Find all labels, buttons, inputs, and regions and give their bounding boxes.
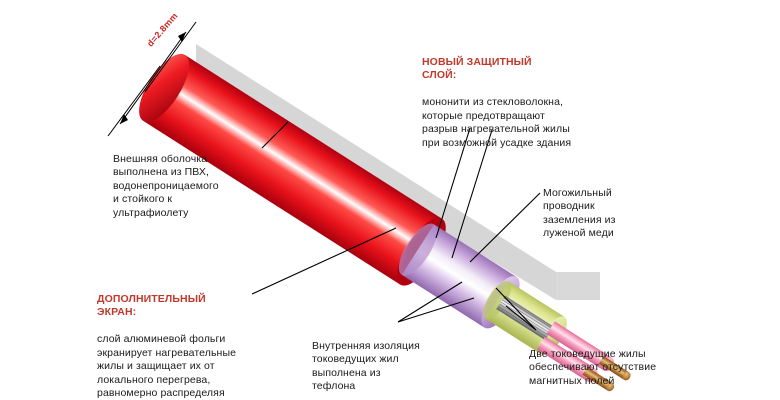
leader-new-layer bbox=[435, 127, 471, 239]
label-new-protective-layer-body: мононити из стекловолокна, которые предо… bbox=[422, 96, 572, 149]
core-lower bbox=[537, 336, 615, 392]
leader-ground bbox=[469, 192, 541, 263]
label-additional-screen-body: слой алюминевой фольги экранирует нагрев… bbox=[97, 333, 237, 399]
label-current-carrying-cores: Две токоведущие жилы обеспечивают отсутс… bbox=[529, 334, 709, 400]
leader-cores-1 bbox=[495, 287, 537, 331]
leader-outer-sheath bbox=[261, 121, 289, 149]
label-outer-sheath: Внешняя оболочка выполнена из ПВХ, водон… bbox=[113, 139, 293, 234]
cable-shadow bbox=[196, 44, 600, 300]
leader-teflon-1 bbox=[397, 281, 463, 323]
label-new-protective-layer: НОВЫЙ ЗАЩИТНЫЙ СЛОЙ: мононити из стеклов… bbox=[422, 42, 622, 164]
leader-cores-2 bbox=[505, 305, 537, 331]
label-ground-conductor: Могожильный проводник заземления из луже… bbox=[543, 173, 703, 254]
label-additional-screen-heading: ДОПОЛНИТЕЛЬНЫЙ ЭКРАН: bbox=[97, 292, 206, 319]
label-inner-insulation: Внутренняя изоляция токоведущих жил выпо… bbox=[312, 326, 482, 400]
label-outer-sheath-body: Внешняя оболочка выполнена из ПВХ, водон… bbox=[113, 152, 219, 219]
label-inner-insulation-body: Внутренняя изоляция токоведущих жил выпо… bbox=[312, 339, 420, 393]
dimension-annotation bbox=[107, 21, 197, 137]
teflon-insulated-cores bbox=[537, 321, 631, 392]
label-additional-screen: ДОПОЛНИТЕЛЬНЫЙ ЭКРАН: слой алюминевой фо… bbox=[97, 279, 277, 400]
label-ground-conductor-body: Могожильный проводник заземления из луже… bbox=[543, 186, 616, 240]
leader-new-layer-2 bbox=[451, 129, 493, 259]
label-new-protective-layer-heading: НОВЫЙ ЗАЩИТНЫЙ СЛОЙ: bbox=[422, 55, 532, 82]
leader-teflon-2 bbox=[397, 297, 475, 323]
leader-lines bbox=[251, 121, 541, 331]
leader-screen bbox=[251, 227, 397, 295]
label-current-carrying-cores-body: Две токоведущие жилы обеспечивают отсутс… bbox=[529, 347, 657, 387]
core-upper bbox=[546, 321, 631, 381]
